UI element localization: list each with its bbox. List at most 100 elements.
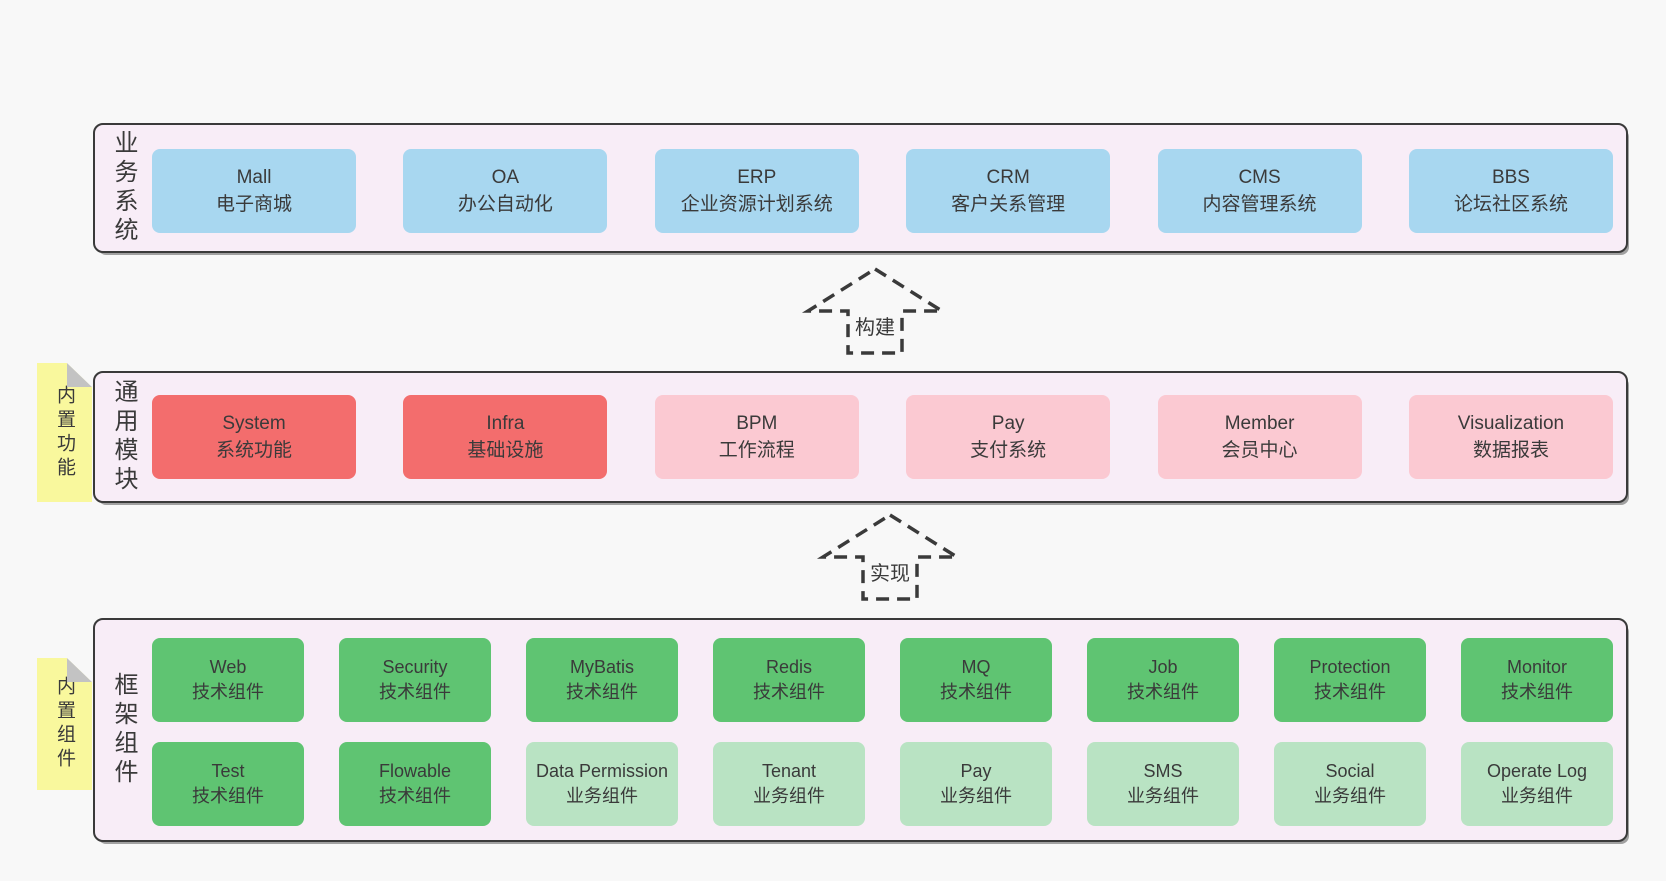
box-title: MQ <box>961 657 991 677</box>
box-title: Web <box>209 657 247 677</box>
box-title: Member <box>1224 413 1295 434</box>
box-web: Web 技术组件 <box>152 638 304 722</box>
business-systems-row: Mall 电子商城 OA 办公自动化 ERP 企业资源计划系统 CRM 客户关系… <box>152 149 1613 233</box>
box-title: Pay <box>991 413 1025 434</box>
box-mall: Mall 电子商城 <box>152 149 356 233</box>
business-systems-panel: 业务系统 Mall 电子商城 OA 办公自动化 ERP 企业资源计划系统 CRM… <box>93 123 1628 253</box>
box-title: Security <box>382 657 448 677</box>
builtin-functions-note: 内置功能 <box>37 363 92 502</box>
framework-components-row-2: Test 技术组件 Flowable 技术组件 Data Permission … <box>152 742 1613 826</box>
box-mybatis: MyBatis 技术组件 <box>526 638 678 722</box>
box-social: Social 业务组件 <box>1274 742 1426 826</box>
box-title: ERP <box>737 167 777 188</box>
box-infra: Infra 基础设施 <box>403 395 608 479</box>
box-subtitle: 业务组件 <box>566 786 638 806</box>
box-crm: CRM 客户关系管理 <box>906 149 1111 233</box>
box-subtitle: 业务组件 <box>1314 786 1386 806</box>
box-pay-module: Pay 支付系统 <box>906 395 1111 479</box>
box-subtitle: 技术组件 <box>379 786 451 806</box>
box-subtitle: 技术组件 <box>566 682 638 702</box>
box-title: Pay <box>960 761 992 781</box>
build-arrow: 构建 <box>801 266 949 356</box>
box-job: Job 技术组件 <box>1087 638 1239 722</box>
box-cms: CMS 内容管理系统 <box>1157 149 1362 233</box>
builtin-components-note: 内置组件 <box>37 658 92 790</box>
box-system: System 系统功能 <box>152 395 356 479</box>
box-redis: Redis 技术组件 <box>713 638 865 722</box>
framework-components-row-1: Web 技术组件 Security 技术组件 MyBatis 技术组件 Redi… <box>152 638 1613 722</box>
box-title: Test <box>211 761 245 781</box>
framework-components-label: 框架组件 <box>110 672 137 788</box>
box-subtitle: 业务组件 <box>753 786 825 806</box>
box-title: SMS <box>1143 761 1183 781</box>
box-subtitle: 电子商城 <box>215 194 292 215</box>
box-subtitle: 技术组件 <box>192 786 264 806</box>
box-title: Visualization <box>1457 413 1565 434</box>
box-subtitle: 企业资源计划系统 <box>680 194 833 215</box>
box-tenant: Tenant 业务组件 <box>713 742 865 826</box>
implement-arrow: 实现 <box>816 512 964 602</box>
box-member: Member 会员中心 <box>1157 395 1362 479</box>
framework-components-panel: 框架组件 Web 技术组件 Security 技术组件 MyBatis 技术组件… <box>93 618 1628 842</box>
common-modules-label: 通用模块 <box>110 379 137 495</box>
box-pay-component: Pay 业务组件 <box>900 742 1052 826</box>
folded-corner-icon <box>67 658 92 682</box>
box-operate-log: Operate Log 业务组件 <box>1461 742 1613 826</box>
box-title: Data Permission <box>535 761 669 781</box>
box-title: Social <box>1325 761 1375 781</box>
box-subtitle: 业务组件 <box>1501 786 1573 806</box>
business-systems-label: 业务系统 <box>110 130 137 246</box>
box-title: CRM <box>986 167 1030 188</box>
box-mq: MQ 技术组件 <box>900 638 1052 722</box>
box-protection: Protection 技术组件 <box>1274 638 1426 722</box>
box-subtitle: 办公自动化 <box>457 194 553 215</box>
box-subtitle: 技术组件 <box>940 682 1012 702</box>
box-subtitle: 支付系统 <box>970 440 1047 461</box>
box-title: MyBatis <box>569 657 634 677</box>
note-text: 内置功能 <box>54 384 75 481</box>
box-visualization: Visualization 数据报表 <box>1408 395 1613 479</box>
box-subtitle: 技术组件 <box>1314 682 1386 702</box>
box-subtitle: 数据报表 <box>1472 440 1549 461</box>
note-text: 内置组件 <box>54 676 75 772</box>
common-modules-panel: 通用模块 System 系统功能 Infra 基础设施 BPM 工作流程 Pay… <box>93 371 1628 503</box>
box-subtitle: 技术组件 <box>379 682 451 702</box>
box-subtitle: 论坛社区系统 <box>1453 194 1568 215</box>
dashed-up-arrow-icon <box>801 266 949 355</box>
box-subtitle: 工作流程 <box>718 440 795 461</box>
box-title: Mall <box>236 167 272 188</box>
box-title: OA <box>491 167 520 188</box>
box-subtitle: 系统功能 <box>215 440 292 461</box>
build-arrow-label: 构建 <box>851 310 899 341</box>
box-title: BBS <box>1491 167 1530 188</box>
folded-corner-icon <box>67 363 92 387</box>
box-oa: OA 办公自动化 <box>403 149 608 233</box>
box-subtitle: 客户关系管理 <box>951 194 1066 215</box>
box-subtitle: 技术组件 <box>1501 682 1573 702</box>
box-subtitle: 基础设施 <box>467 440 544 461</box>
box-subtitle: 业务组件 <box>940 786 1012 806</box>
box-flowable: Flowable 技术组件 <box>339 742 491 826</box>
dashed-up-arrow-icon <box>816 512 964 601</box>
box-title: System <box>222 413 286 434</box>
box-title: Job <box>1148 657 1178 677</box>
box-subtitle: 会员中心 <box>1221 440 1298 461</box>
box-monitor: Monitor 技术组件 <box>1461 638 1613 722</box>
box-title: Protection <box>1309 657 1391 677</box>
box-title: Flowable <box>378 761 452 781</box>
box-subtitle: 技术组件 <box>192 682 264 702</box>
box-title: Tenant <box>761 761 817 781</box>
common-modules-row: System 系统功能 Infra 基础设施 BPM 工作流程 Pay 支付系统… <box>152 395 1613 479</box>
box-title: Infra <box>486 413 525 434</box>
box-subtitle: 内容管理系统 <box>1202 194 1317 215</box>
box-title: Operate Log <box>1486 761 1588 781</box>
box-security: Security 技术组件 <box>339 638 491 722</box>
box-data-permission: Data Permission 业务组件 <box>526 742 678 826</box>
box-title: BPM <box>736 413 778 434</box>
box-bpm: BPM 工作流程 <box>654 395 859 479</box>
box-sms: SMS 业务组件 <box>1087 742 1239 826</box>
implement-arrow-label: 实现 <box>866 556 914 587</box>
box-test: Test 技术组件 <box>152 742 304 826</box>
box-title: CMS <box>1238 167 1281 188</box>
